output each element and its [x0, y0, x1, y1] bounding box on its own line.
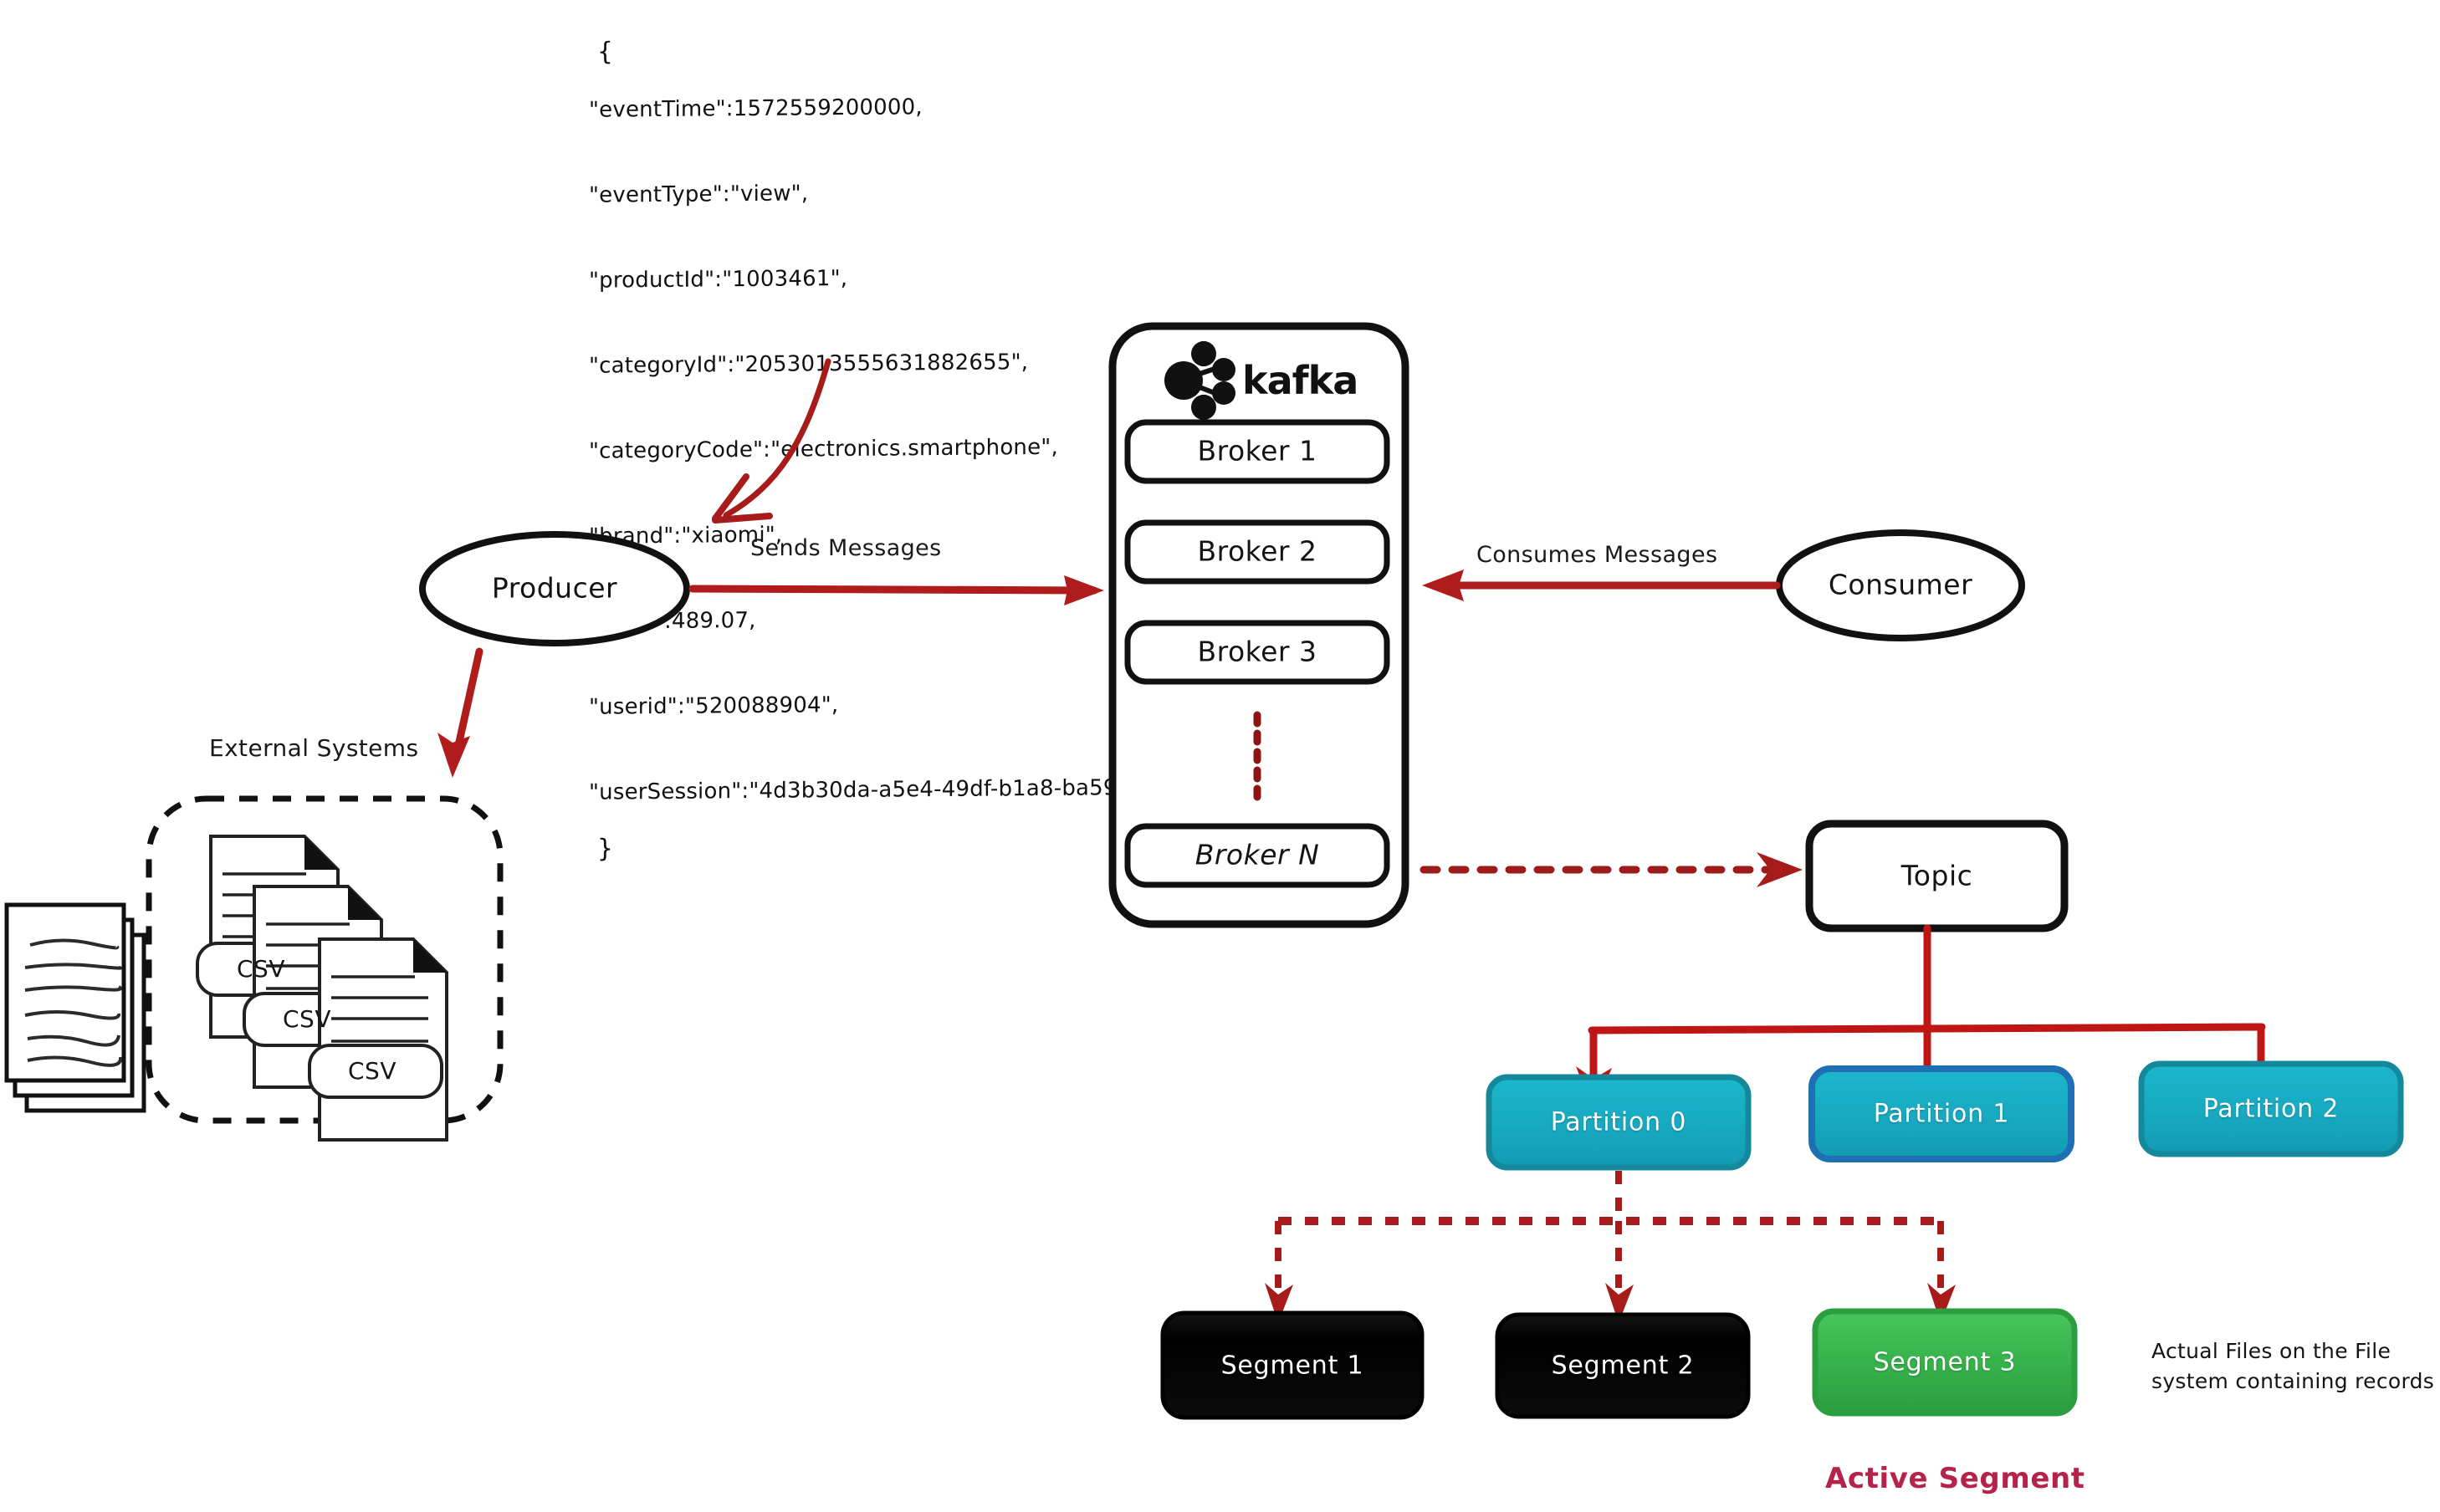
partition-label-wrap-2: Partition 2 [2141, 1064, 2401, 1154]
partition-box-2[interactable] [2138, 1060, 2404, 1157]
kafka-logo-text: kafka [1242, 358, 1358, 403]
partition-box-1[interactable] [1808, 1065, 2074, 1162]
kafka-wordmark: kafka [1242, 351, 1409, 410]
segment-box-1[interactable] [1160, 1310, 1425, 1420]
segment-label: Segment 2 [1551, 1351, 1695, 1381]
producer-node[interactable] [419, 531, 690, 646]
csv-label-1: CSV [237, 955, 285, 983]
segment-label: Segment 3 [1873, 1347, 2017, 1377]
broker-item-1[interactable]: Broker 1 [1128, 422, 1387, 481]
segment-label: Segment 1 [1220, 1351, 1364, 1380]
broker-label: Broker N [1194, 838, 1320, 871]
segment-box-3[interactable] [1812, 1308, 2078, 1417]
broker-boxes [1124, 419, 1390, 888]
segment-box-2[interactable] [1495, 1312, 1751, 1419]
topic-box[interactable] [1805, 820, 2069, 932]
edge-label-sends-messages: Sends Messages [750, 535, 942, 561]
consumer-label: Consumer [1828, 568, 1973, 601]
partition-label: Partition 2 [2202, 1094, 2340, 1124]
kafka-logo-icon [1164, 341, 1235, 420]
segment-label-wrap-1: Segment 1 [1163, 1313, 1422, 1418]
producer-label: Producer [491, 571, 618, 605]
partition-label: Partition 0 [1550, 1107, 1687, 1137]
broker-label: Broker 3 [1197, 635, 1317, 668]
broker-item-n[interactable]: Broker N [1128, 826, 1387, 885]
active-segment-label: Active Segment [1825, 1462, 2085, 1495]
csv-label-2: CSV [283, 1005, 331, 1033]
segment-label-wrap-2: Segment 2 [1497, 1315, 1748, 1417]
segment-label-wrap-3: Segment 3 [1815, 1311, 2074, 1413]
consumer-label-wrap: Consumer [1779, 559, 2022, 612]
partition-label-wrap-1: Partition 1 [1812, 1069, 2071, 1159]
edge-label-consumes-messages: Consumes Messages [1476, 542, 1718, 568]
partition-label-wrap-0: Partition 0 [1489, 1077, 1748, 1167]
broker-item-3[interactable]: Broker 3 [1128, 623, 1387, 682]
files-note: Actual Files on the File system containi… [2151, 1336, 2436, 1397]
broker-label: Broker 2 [1197, 534, 1317, 568]
topic-label-wrap: Topic [1809, 850, 2064, 903]
files-note-line-1: Actual Files on the File [2151, 1339, 2391, 1363]
document-stack-icon [4, 902, 146, 1113]
files-note-line-2: system containing records [2151, 1369, 2435, 1393]
arrow-json-to-producer [712, 358, 831, 524]
partition-box-0[interactable] [1486, 1074, 1752, 1171]
topic-label: Topic [1900, 859, 1973, 892]
arrow-brokern-to-topic [1419, 852, 1803, 887]
broker-item-2[interactable]: Broker 2 [1128, 523, 1387, 581]
external-systems-title: External Systems [209, 734, 419, 762]
arrow-consumer-to-kafka [1422, 570, 1781, 601]
csv-file-icon-3 [308, 937, 448, 1142]
csv-label-3: CSV [348, 1057, 396, 1085]
partition-label: Partition 1 [1873, 1099, 2010, 1129]
arrow-producer-to-external [437, 647, 483, 778]
partition-to-segments-connector [1265, 1171, 1956, 1323]
arrow-producer-to-kafka [688, 575, 1104, 605]
producer-label-wrap: Producer [422, 562, 687, 616]
broker-label: Broker 1 [1197, 434, 1317, 467]
